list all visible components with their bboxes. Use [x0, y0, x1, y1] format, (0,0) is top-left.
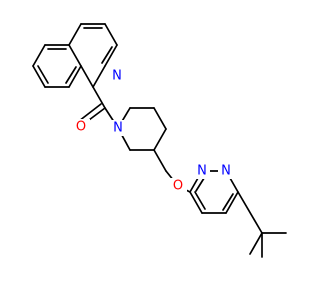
bond-layer	[32, 23, 287, 258]
bond	[68, 23, 82, 46]
bond	[32, 44, 46, 67]
bond	[189, 191, 203, 214]
bond	[68, 44, 82, 67]
bond	[153, 149, 167, 172]
atom-n-pyridazine-2: N	[218, 163, 234, 179]
bond	[153, 128, 167, 151]
bond	[92, 86, 106, 109]
atom-label-layer: N O N O N N	[73, 68, 234, 194]
bond	[222, 193, 234, 211]
atom-symbol: O	[173, 179, 183, 194]
bond	[153, 107, 167, 130]
bond	[104, 44, 118, 67]
atom-n-pyridazine-1: N	[194, 163, 210, 179]
atom-symbol: N	[113, 121, 123, 136]
bond	[101, 46, 113, 64]
molecule-structure: N O N O N N	[32, 23, 287, 258]
bond	[78, 103, 102, 122]
atom-n-piperidine: N	[110, 120, 126, 136]
bond	[92, 65, 106, 88]
bond	[237, 191, 263, 234]
atom-symbol: N	[112, 69, 122, 84]
atom-o-carbonyl: O	[73, 119, 90, 135]
atom-n-isoquinoline: N	[112, 68, 127, 84]
bond	[194, 191, 206, 210]
atom-symbol: N	[221, 164, 231, 179]
bond	[225, 191, 239, 214]
bond	[32, 65, 46, 88]
bond	[80, 65, 94, 88]
bond	[104, 23, 118, 46]
atom-o-ether: O	[170, 178, 187, 194]
bond	[65, 66, 77, 84]
bond	[249, 232, 263, 255]
bond	[37, 65, 49, 84]
bond	[68, 65, 82, 88]
atom-symbol: N	[197, 164, 207, 179]
atom-symbol: O	[76, 120, 86, 135]
